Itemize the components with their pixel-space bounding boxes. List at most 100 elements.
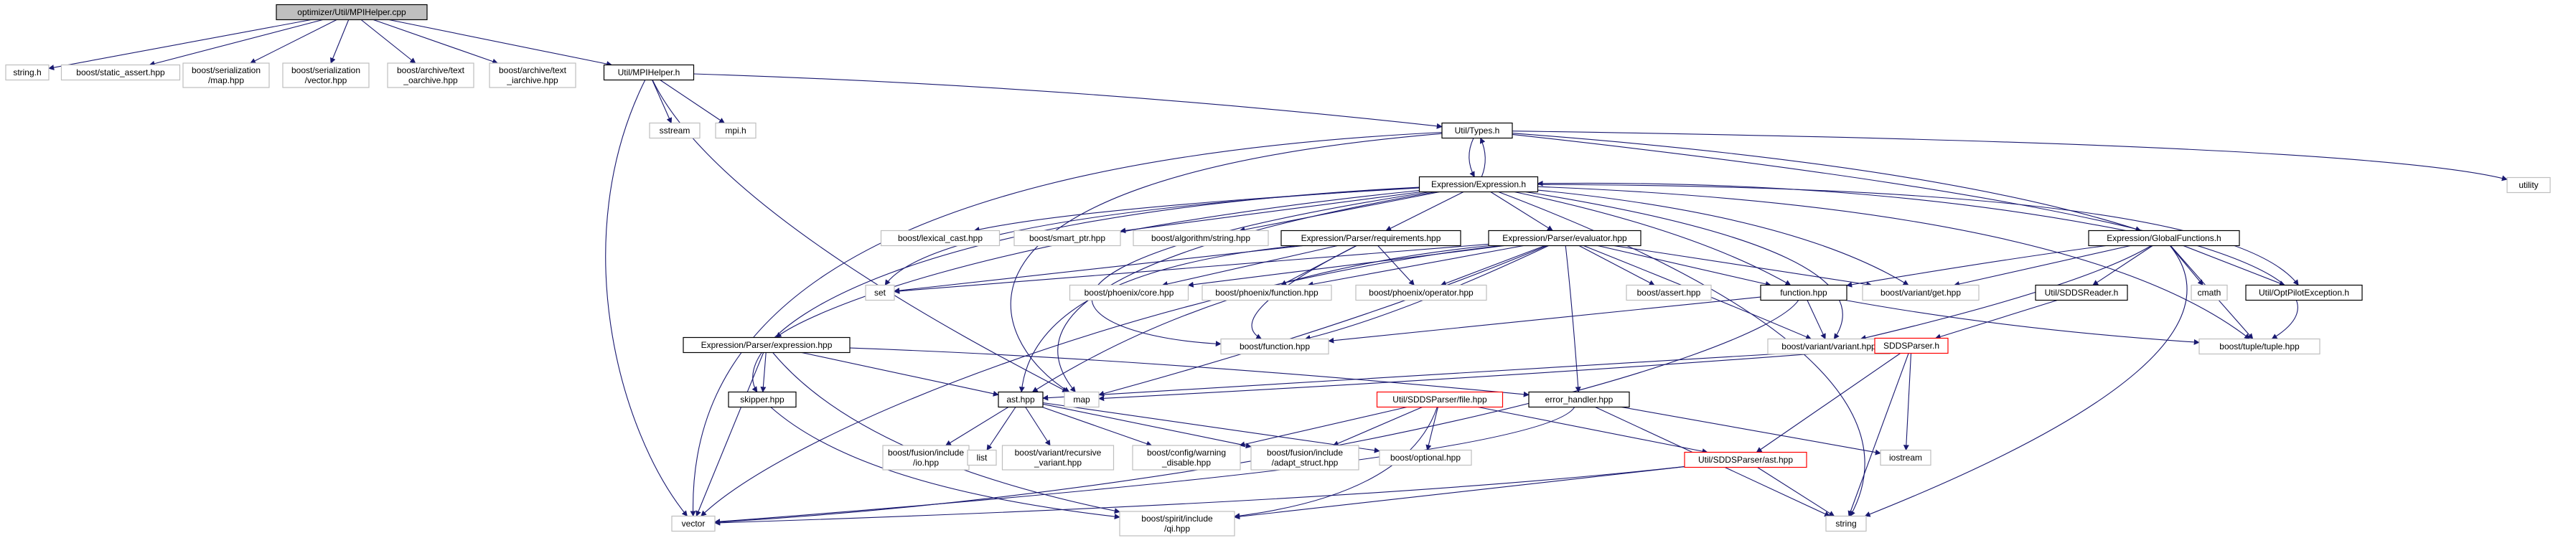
node-sstream: sstream bbox=[649, 122, 701, 139]
node-skipper[interactable]: skipper.hpp bbox=[728, 391, 797, 408]
edge-evaluator-to-ast_hpp bbox=[1031, 245, 1490, 392]
node-label: SDDSParser.h bbox=[1883, 341, 1939, 351]
node-phoenix-core: boost/phoenix/core.hpp bbox=[1069, 284, 1189, 301]
node-expr-parser-expr[interactable]: Expression/Parser/expression.hpp bbox=[683, 336, 851, 354]
node-box bbox=[1379, 449, 1472, 466]
node-label: skipper.hpp bbox=[740, 395, 784, 405]
node-label: _iarchive.hpp bbox=[506, 75, 558, 85]
edge-expression_h-to-variant_get bbox=[1537, 189, 1909, 285]
edge-function_hpp-to-tuple bbox=[1845, 299, 2200, 345]
node-box bbox=[2191, 284, 2228, 301]
node-label: boost/variant/recursive bbox=[1015, 448, 1102, 458]
edge-expression_h-to-smart_ptr bbox=[1120, 191, 1421, 234]
edge-error_handler-to-iostream bbox=[1621, 406, 1881, 455]
node-sddsreader[interactable]: Util/SDDSReader.h bbox=[2035, 284, 2128, 301]
node-box bbox=[489, 62, 576, 88]
node-label: Expression/Parser/expression.hpp bbox=[701, 340, 833, 350]
node-box bbox=[1441, 122, 1513, 139]
edge-expression_h-to-optpilotexc bbox=[1537, 184, 2299, 286]
node-cmath: cmath bbox=[2191, 284, 2228, 301]
node-evaluator[interactable]: Expression/Parser/evaluator.hpp bbox=[1488, 230, 1641, 247]
node-box bbox=[1119, 511, 1235, 537]
node-box bbox=[60, 64, 181, 81]
node-label: boost/lexical_cast.hpp bbox=[898, 233, 983, 243]
edge-evaluator-to-boost_function bbox=[1304, 245, 1549, 341]
node-label: boost/archive/text bbox=[499, 65, 567, 75]
node-label: boost/archive/text bbox=[397, 65, 465, 75]
node-vector: vector bbox=[671, 515, 716, 532]
node-box bbox=[1862, 284, 1980, 301]
edge-ast_hpp-to-warning_disable bbox=[1041, 406, 1153, 447]
node-string-h: string.h bbox=[5, 64, 50, 81]
node-box bbox=[683, 336, 851, 354]
node-requirements[interactable]: Expression/Parser/requirements.hpp bbox=[1280, 230, 1461, 247]
node-utility: utility bbox=[2506, 176, 2551, 194]
edge-expression_h-to-requirements bbox=[1385, 192, 1464, 231]
node-box bbox=[728, 391, 797, 408]
node-file-hpp[interactable]: Util/SDDSParser/file.hpp bbox=[1376, 391, 1504, 408]
edge-globalfunctions-to-optpilotexc bbox=[2183, 245, 2285, 286]
node-label: boost/serialization bbox=[291, 65, 360, 75]
node-box bbox=[2198, 338, 2320, 355]
edge-ast_hpp-to-recursive_variant bbox=[1025, 407, 1051, 446]
node-phoenix-operator: boost/phoenix/operator.hpp bbox=[1355, 284, 1487, 301]
edge-mpihelper_h-to-vector bbox=[605, 80, 688, 517]
node-label: boost/assert.hpp bbox=[1637, 288, 1701, 298]
edge-expression_h-to-types_h bbox=[1479, 137, 1486, 177]
edge-ast_hpp-to-adapt_struct bbox=[1042, 403, 1252, 449]
node-globalfunctions[interactable]: Expression/GlobalFunctions.h bbox=[2088, 230, 2240, 247]
node-phoenix-function: boost/phoenix/function.hpp bbox=[1202, 284, 1332, 301]
edge-expr_parser_expr-to-qi bbox=[772, 352, 1120, 514]
node-qi: boost/spirit/include/qi.hpp bbox=[1119, 511, 1235, 537]
edge-root-to-ser_map bbox=[250, 19, 337, 64]
node-boost-function: boost/function.hpp bbox=[1220, 338, 1329, 355]
node-label: Util/MPIHelper.h bbox=[618, 67, 680, 77]
node-label: _variant.hpp bbox=[1034, 458, 1082, 468]
edge-ast_hpp-to-optional bbox=[1042, 402, 1380, 453]
edge-evaluator-to-map bbox=[1098, 245, 1547, 397]
edge-types_h-to-map bbox=[1010, 133, 1443, 392]
edge-sddsreader-to-sddsparser_h bbox=[1934, 299, 2058, 340]
edge-function_hpp-to-vector bbox=[714, 300, 1799, 525]
node-ast-hpp[interactable]: ast.hpp bbox=[998, 391, 1044, 408]
node-error-handler[interactable]: error_handler.hpp bbox=[1528, 391, 1630, 408]
node-expression-h[interactable]: Expression/Expression.h bbox=[1418, 176, 1539, 193]
node-string: string bbox=[1825, 515, 1867, 532]
node-label: list bbox=[977, 453, 988, 463]
node-box bbox=[671, 515, 716, 532]
node-sddsparser-h[interactable]: SDDSParser.h bbox=[1874, 337, 1949, 354]
edge-expression_h-to-variant_variant bbox=[1525, 191, 1843, 340]
node-box bbox=[1001, 445, 1115, 471]
node-label: _disable.hpp bbox=[1161, 458, 1211, 468]
edge-evaluator-to-phoenix_function bbox=[1307, 245, 1524, 288]
edge-globalfunctions-to-cmath bbox=[2170, 245, 2203, 286]
node-mpi-h: mpi.h bbox=[715, 122, 757, 139]
edge-mpihelper_h-to-types_h bbox=[693, 73, 1443, 129]
node-label: sstream bbox=[660, 126, 690, 136]
node-label: boost/serialization bbox=[192, 65, 261, 75]
node-ser-map: boost/serialization/map.hpp bbox=[182, 62, 270, 88]
node-box bbox=[1064, 391, 1100, 408]
node-optpilotexc[interactable]: Util/OptPilotException.h bbox=[2245, 284, 2363, 301]
node-types-h[interactable]: Util/Types.h bbox=[1441, 122, 1513, 139]
edge-types_h-to-expression_h bbox=[1469, 138, 1475, 178]
node-box bbox=[865, 284, 895, 301]
node-box bbox=[182, 62, 270, 88]
node-function-hpp[interactable]: function.hpp bbox=[1760, 284, 1847, 301]
node-box bbox=[1132, 445, 1241, 471]
node-root[interactable]: optimizer/Util/MPIHelper.cpp bbox=[276, 4, 428, 21]
edge-globalfunctions-to-variant_get bbox=[1954, 245, 2131, 287]
edge-root-to-string_h bbox=[48, 19, 312, 71]
edge-sdds_ast-to-string bbox=[1757, 467, 1835, 516]
node-box bbox=[1355, 284, 1487, 301]
node-label: boost/phoenix/core.hpp bbox=[1085, 288, 1174, 298]
node-label: boost/function.hpp bbox=[1240, 341, 1310, 351]
node-box bbox=[1418, 176, 1539, 193]
node-box bbox=[5, 64, 50, 81]
node-label: boost/fusion/include bbox=[1267, 448, 1343, 458]
node-boost-asserth: boost/assert.hpp bbox=[1626, 284, 1712, 301]
edge-file_hpp-to-optional bbox=[1425, 407, 1438, 451]
node-sdds-ast[interactable]: Util/SDDSParser/ast.hpp bbox=[1684, 451, 1807, 468]
edge-expression_h-to-algo_string bbox=[1239, 191, 1440, 233]
node-mpihelper-h[interactable]: Util/MPIHelper.h bbox=[603, 64, 695, 81]
